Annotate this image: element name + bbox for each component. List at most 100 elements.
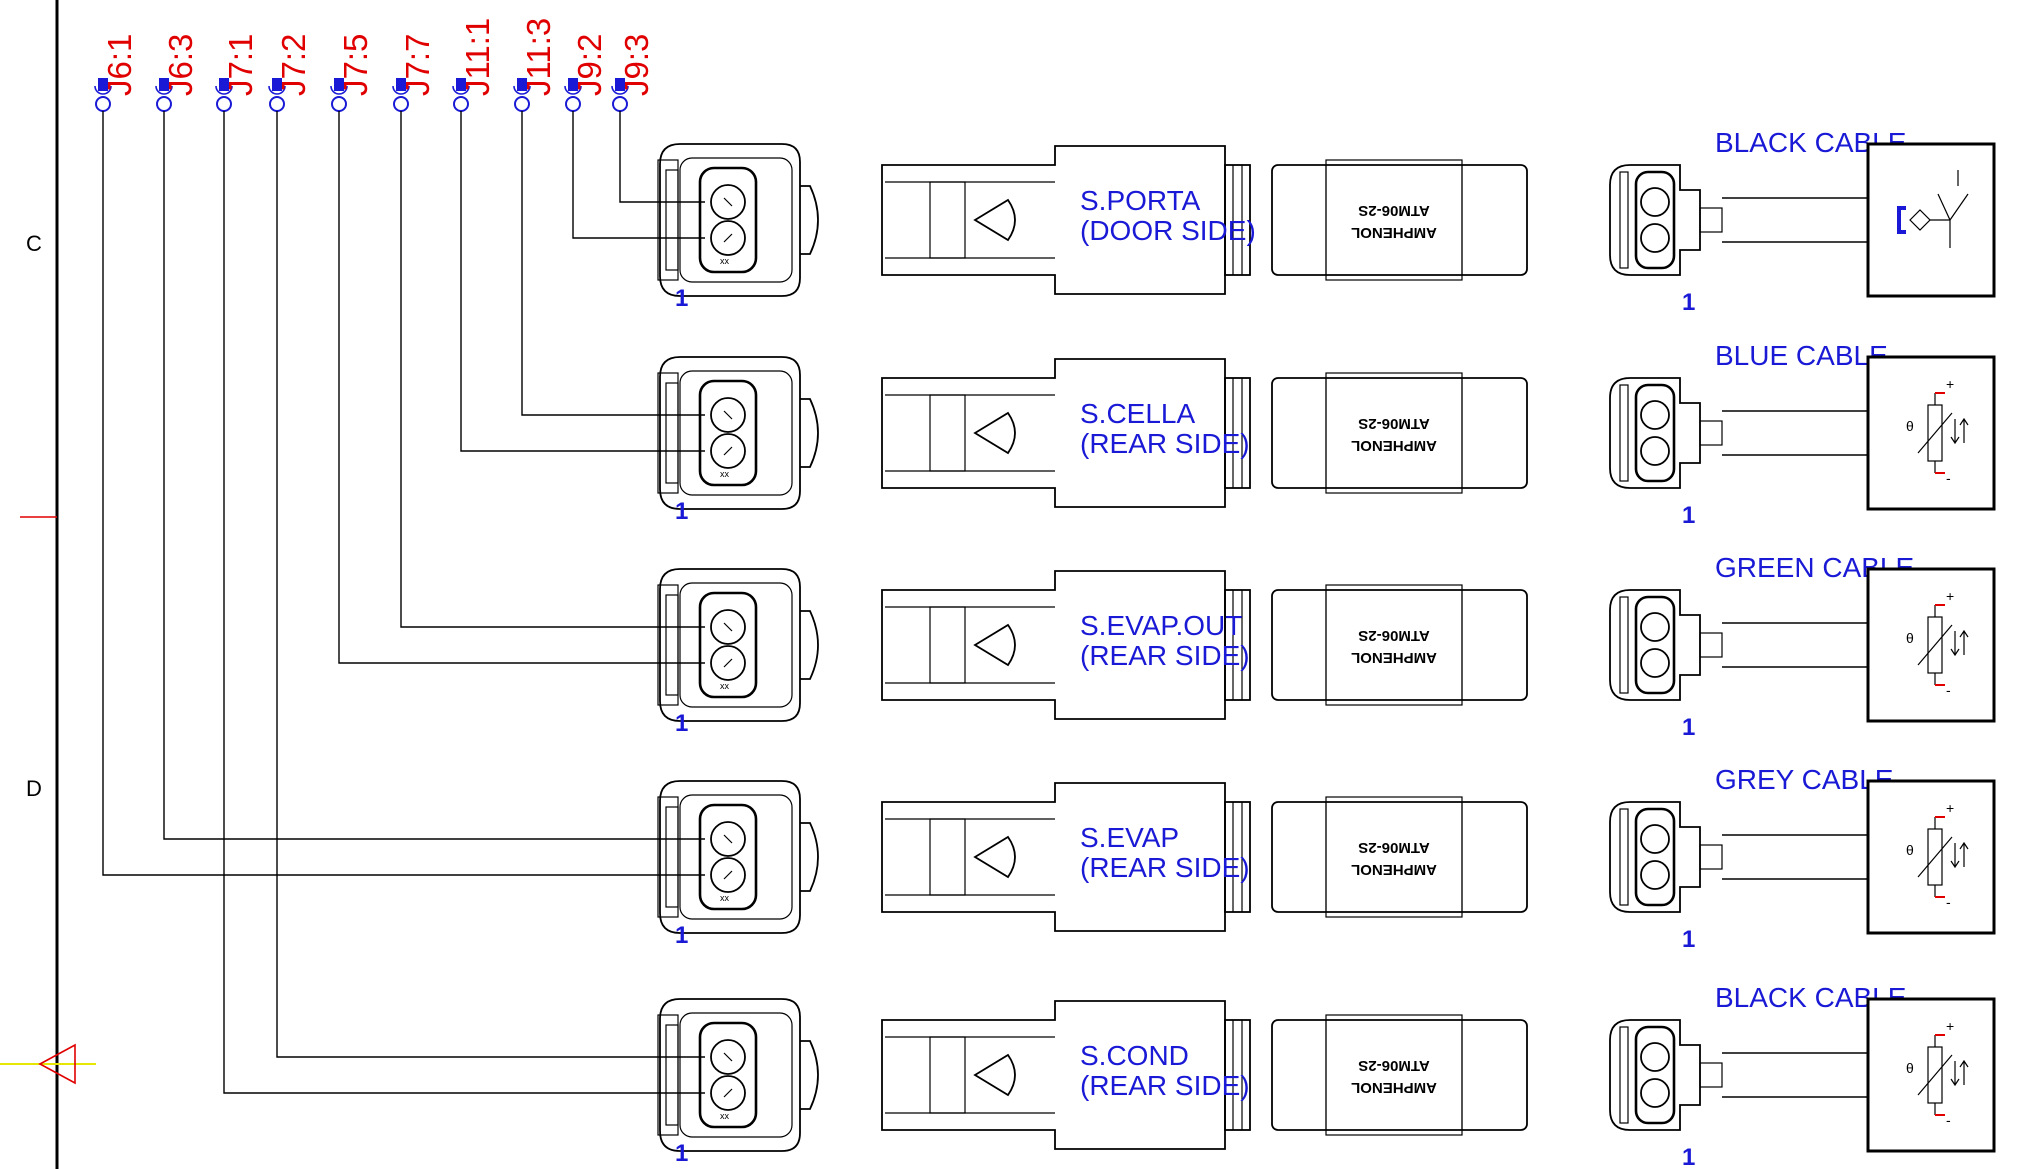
- sensor-connector-body[interactable]: S.COND(REAR SIDE): [881, 1000, 1251, 1150]
- terminal-marker: [615, 78, 625, 91]
- wire-group: [102, 111, 705, 1094]
- cable-plug[interactable]: [1609, 1019, 1723, 1131]
- thermistor-icon: + - θ: [1866, 567, 1996, 723]
- terminal-marker: [456, 78, 466, 91]
- terminal-j9-2[interactable]: J9:2: [564, 34, 608, 112]
- svg-text:θ: θ: [1906, 630, 1914, 646]
- terminal-marker: [334, 78, 344, 91]
- terminal-label: J11:1: [459, 18, 496, 96]
- terminal-marker: [517, 78, 527, 91]
- svg-text:+: +: [1946, 800, 1954, 816]
- pin1-marker: 1: [675, 710, 688, 737]
- mating-connector[interactable]: xx: [657, 356, 819, 510]
- cable: [1722, 410, 1870, 456]
- svg-text:-: -: [1946, 894, 1951, 910]
- pin1-marker: 1: [1682, 714, 1695, 741]
- proximity-switch-icon: [1866, 142, 1996, 298]
- svg-text:+: +: [1946, 1018, 1954, 1034]
- part-number: ATM06-2S: [1358, 627, 1429, 644]
- sensor-connector-body[interactable]: S.EVAP.OUT(REAR SIDE): [881, 570, 1251, 720]
- atm06-housing[interactable]: ATM06-2S AMPHENOL: [1271, 1014, 1528, 1136]
- sensor-name: S.CELLA: [1080, 398, 1195, 429]
- terminal-j7-2[interactable]: J7:2: [268, 34, 312, 112]
- pin1-marker: 1: [675, 498, 688, 525]
- thermistor-icon: +-θ: [1866, 355, 1996, 511]
- part-number: ATM06-2S: [1358, 1057, 1429, 1074]
- sensor-connector-body[interactable]: S.EVAP(REAR SIDE): [881, 782, 1251, 932]
- terminal-j7-5[interactable]: J7:5: [330, 34, 374, 112]
- svg-text:xx: xx: [720, 256, 730, 266]
- sensor-name: S.PORTA: [1080, 185, 1201, 216]
- terminal-j9-3[interactable]: J9:3: [611, 34, 655, 112]
- mating-connector[interactable]: xx: [657, 143, 819, 297]
- cable-color-label: BLUE CABLE: [1715, 340, 1888, 371]
- zone-label-d: D: [26, 776, 42, 801]
- terminal-circle: [216, 96, 232, 112]
- wire: [163, 111, 705, 840]
- pin1-marker: 1: [675, 1140, 688, 1167]
- terminal-label: J7:2: [275, 34, 312, 96]
- terminal-circle: [393, 96, 409, 112]
- terminal-circle: [331, 96, 347, 112]
- wire: [460, 111, 705, 452]
- terminal-marker: [396, 78, 406, 91]
- terminal-circle: [514, 96, 530, 112]
- cable-color-label: GREY CABLE: [1715, 764, 1893, 795]
- part-number: ATM06-2S: [1358, 202, 1429, 219]
- svg-text:+: +: [1946, 376, 1954, 392]
- wire: [572, 111, 705, 239]
- manufacturer: AMPHENOL: [1351, 224, 1437, 241]
- svg-text:θ: θ: [1906, 842, 1914, 858]
- sensor-connector-body[interactable]: S.PORTA(DOOR SIDE): [881, 145, 1256, 295]
- terminal-label: J11:3: [520, 18, 557, 96]
- sensor-name: S.EVAP: [1080, 822, 1179, 853]
- svg-text:xx: xx: [720, 469, 730, 479]
- terminal-j6-1[interactable]: J6:1: [94, 34, 138, 112]
- terminal-circle: [453, 96, 469, 112]
- manufacturer: AMPHENOL: [1351, 861, 1437, 878]
- wire: [338, 111, 705, 664]
- terminal-j11-3[interactable]: J11:3: [513, 18, 557, 112]
- terminal-circle: [565, 96, 581, 112]
- svg-text:+: +: [1946, 588, 1954, 604]
- terminal-label: J6:3: [162, 34, 199, 96]
- pin1-marker: 1: [1682, 289, 1695, 316]
- pin1-marker: 1: [1682, 926, 1695, 953]
- wire: [102, 111, 705, 876]
- terminal-marker: [568, 78, 578, 91]
- cable-plug[interactable]: [1609, 377, 1723, 489]
- svg-text:xx: xx: [720, 893, 730, 903]
- sensor-connector-body[interactable]: S.CELLA(REAR SIDE): [881, 358, 1251, 508]
- terminal-j11-1[interactable]: J11:1: [452, 18, 496, 112]
- terminal-circle: [156, 96, 172, 112]
- pin1-marker: 1: [1682, 502, 1695, 529]
- terminal-j7-1[interactable]: J7:1: [215, 34, 259, 112]
- sensor-name: S.COND: [1080, 1040, 1189, 1071]
- terminal-j7-7[interactable]: J7:7: [392, 34, 436, 112]
- cable: [1722, 197, 1870, 243]
- terminal-j6-3[interactable]: J6:3: [155, 34, 199, 112]
- cable-plug[interactable]: [1609, 164, 1723, 276]
- terminal-marker: [98, 78, 108, 91]
- mating-connector[interactable]: xx: [657, 998, 819, 1152]
- cable: [1722, 1052, 1870, 1098]
- pin1-marker: 1: [1682, 1144, 1695, 1169]
- cable-plug[interactable]: [1609, 801, 1723, 913]
- off-sheet-arrow-marker: [0, 1043, 96, 1085]
- manufacturer: AMPHENOL: [1351, 1079, 1437, 1096]
- cable-plug[interactable]: [1609, 589, 1723, 701]
- svg-text:-: -: [1946, 682, 1951, 698]
- terminal-label: J9:3: [618, 34, 655, 96]
- mating-connector[interactable]: xx: [657, 780, 819, 934]
- atm06-housing[interactable]: ATM06-2S AMPHENOL: [1271, 159, 1528, 281]
- thermistor-icon: +-θ: [1866, 997, 1996, 1153]
- mating-connector[interactable]: xx: [657, 568, 819, 722]
- terminal-marker: [272, 78, 282, 91]
